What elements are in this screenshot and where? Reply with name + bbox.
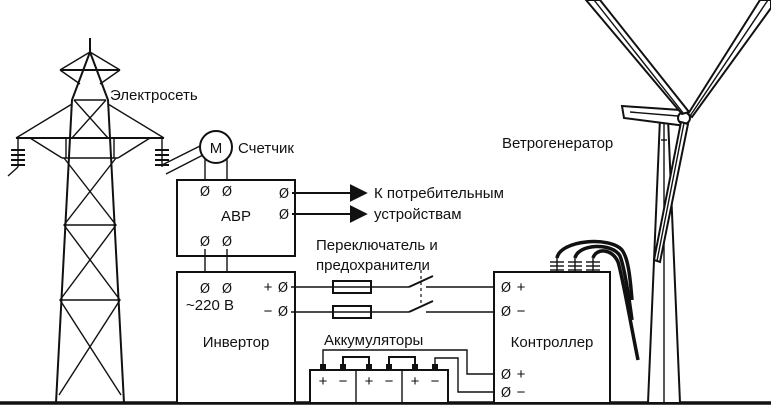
minus-sign: − [517, 384, 526, 401]
consumers-label-line2: устройствам [374, 206, 462, 223]
batteries-label: Аккумуляторы [324, 332, 423, 349]
grid-wire [161, 145, 201, 166]
battery-minus: − [385, 373, 394, 390]
plus-sign: + [517, 279, 526, 296]
terminal-symbol: Ø [501, 305, 511, 320]
terminal-symbol: Ø [279, 208, 289, 223]
terminal-symbol: Ø [222, 282, 232, 297]
switch-blade-icon [408, 300, 434, 313]
generator-cable [591, 249, 640, 361]
battery-minus: − [431, 373, 440, 390]
battery-plus: + [411, 373, 420, 390]
battery-plus: + [365, 373, 374, 390]
transmission-tower-icon [7, 38, 169, 404]
inverter-label: Инвертор [203, 334, 270, 351]
minus-sign: − [264, 303, 273, 320]
wind-turbine-icon [584, 0, 771, 404]
voltage-label: ~220 В [186, 297, 234, 314]
battery-link [342, 356, 370, 364]
wind-generator-label: Ветрогенератор [502, 135, 613, 152]
battery-minus: − [339, 373, 348, 390]
terminal-symbol: Ø [222, 235, 232, 250]
controller-connectors-icon [550, 258, 600, 272]
terminal-symbol: Ø [200, 185, 210, 200]
battery-plus-wire [322, 349, 496, 375]
switch-label-line1: Переключатель и [316, 237, 438, 254]
inverter-box [176, 271, 296, 404]
terminal-symbol: Ø [278, 281, 288, 296]
terminal-symbol: Ø [200, 282, 210, 297]
controller-box [493, 271, 611, 404]
generator-cable [573, 244, 634, 321]
switch-blade-icon [408, 275, 434, 288]
switch-label-line2: предохранители [316, 257, 430, 274]
terminal-symbol: Ø [279, 187, 289, 202]
grid-label: Электросеть [110, 87, 198, 104]
plus-sign: + [517, 366, 526, 383]
ats-label: АВР [221, 208, 251, 225]
meter-symbol: M [210, 140, 223, 157]
terminal-symbol: Ø [278, 305, 288, 320]
terminal-symbol: Ø [501, 368, 511, 383]
terminal-symbol: Ø [501, 281, 511, 296]
controller-label: Контроллер [511, 334, 594, 351]
grid-wire [165, 154, 204, 175]
plus-sign: + [264, 279, 273, 296]
terminal-symbol: Ø [222, 185, 232, 200]
battery-minus-wire [434, 357, 496, 393]
ats-box [176, 179, 296, 257]
battery-bank [309, 369, 449, 404]
minus-sign: − [517, 303, 526, 320]
consumers-label-line1: К потребительным [374, 185, 504, 202]
terminal-symbol: Ø [200, 235, 210, 250]
terminal-symbol: Ø [501, 386, 511, 401]
meter-label: Счетчик [238, 140, 294, 157]
generator-cable [555, 239, 634, 301]
battery-link [388, 356, 416, 364]
meter-icon [199, 130, 233, 164]
battery-plus: + [319, 373, 328, 390]
